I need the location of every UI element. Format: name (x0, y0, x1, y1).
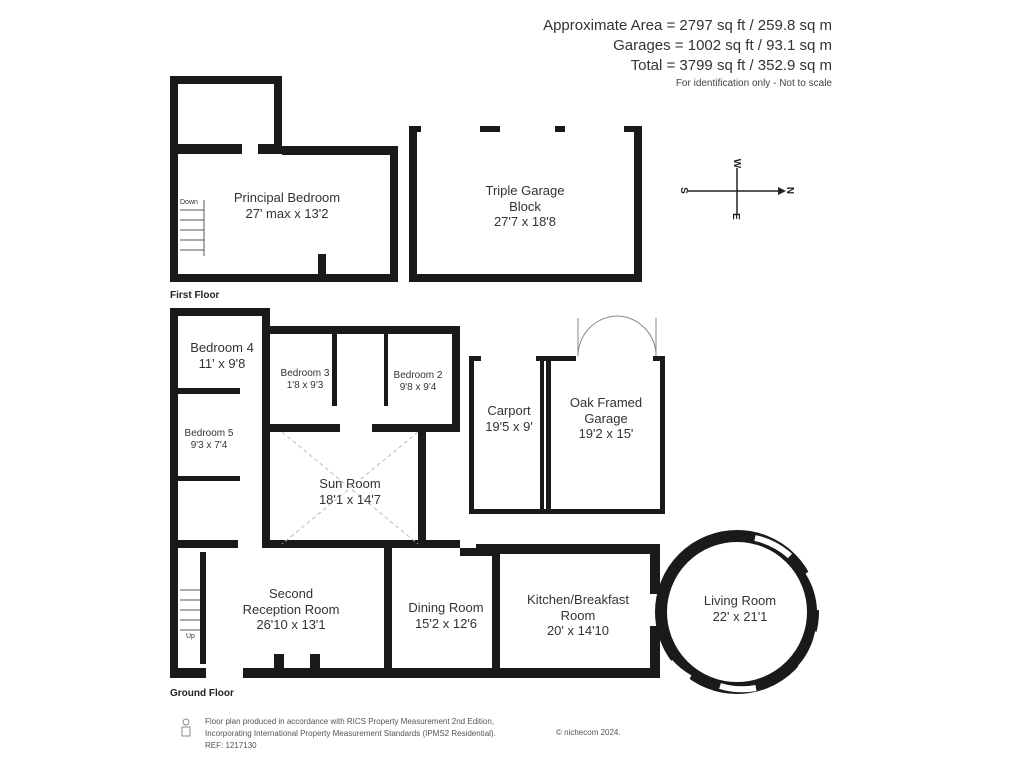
room-name: Carport (487, 403, 531, 418)
room-living: Living Room 22' x 21'1 (690, 593, 790, 624)
room-bedroom-4: Bedroom 4 11' x 9'8 (184, 340, 260, 371)
room-name-2: Reception Room (242, 601, 340, 617)
room-oak-framed-garage: Oak Framed Garage 19'2 x 15' (556, 395, 656, 442)
footer-ref: REF: 1217130 (205, 741, 257, 750)
room-name-2: Garage (584, 410, 628, 426)
room-name-2: Room (560, 607, 596, 623)
room-name: Bedroom 5 (184, 428, 234, 439)
room-dims: 26'10 x 13'1 (256, 617, 326, 633)
room-bedroom-3: Bedroom 3 1'8 x 9'3 (278, 368, 332, 392)
scale-note: For identification only - Not to scale (675, 78, 832, 89)
compass-east: E (729, 213, 741, 220)
room-dims: 18'1 x 14'7 (318, 491, 382, 507)
room-dims: 9'3 x 7'4 (190, 440, 228, 451)
room-name-2: Block (509, 198, 541, 214)
approx-area-text: Approximate Area = 2797 sq ft / 259.8 sq… (543, 17, 832, 34)
first-floor-label: First Floor (170, 290, 220, 301)
total-area-text: Total = 3799 sq ft / 352.9 sq m (630, 57, 832, 74)
room-dims: 20' x 14'10 (546, 623, 610, 639)
room-name: Bedroom 4 (190, 340, 254, 355)
room-dims: 27'7 x 18'8 (493, 214, 557, 230)
room-name: Dining Room (408, 600, 484, 615)
copyright: © nichecom 2024. (556, 728, 621, 737)
room-name: Second (268, 586, 314, 601)
room-sun-room: Sun Room 18'1 x 14'7 (300, 476, 400, 507)
room-name: Bedroom 3 (280, 368, 330, 379)
room-name: Bedroom 2 (393, 370, 443, 381)
room-bedroom-2: Bedroom 2 9'8 x 9'4 (386, 370, 450, 394)
room-principal-bedroom: Principal Bedroom 27' max x 13'2 (212, 190, 362, 221)
room-carport: Carport 19'5 x 9' (476, 403, 542, 434)
room-dims: 15'2 x 12'6 (414, 615, 478, 631)
area-summary: Approximate Area = 2797 sq ft / 259.8 sq… (543, 16, 832, 89)
ground-floor-label: Ground Floor (170, 688, 234, 699)
stair-up-label: Up (186, 633, 195, 640)
garages-area-text: Garages = 1002 sq ft / 93.1 sq m (613, 37, 832, 54)
room-bedroom-5: Bedroom 5 9'3 x 7'4 (180, 428, 238, 452)
compass-icon (688, 168, 786, 214)
room-name: Sun Room (319, 476, 381, 491)
room-name: Kitchen/Breakfast (527, 592, 629, 607)
room-dims: 22' x 21'1 (712, 608, 768, 624)
footer-notes: Floor plan produced in accordance with R… (205, 716, 496, 752)
room-dims: 9'8 x 9'4 (399, 382, 437, 393)
room-triple-garage: Triple Garage Block 27'7 x 18'8 (460, 183, 590, 230)
footer-line-1: Floor plan produced in accordance with R… (205, 717, 495, 726)
compass-south: S (677, 187, 689, 194)
room-dims: 27' max x 13'2 (245, 205, 329, 221)
compass-west: W (731, 158, 743, 169)
room-second-reception: Second Reception Room 26'10 x 13'1 (226, 586, 356, 633)
room-dims: 19'5 x 9' (485, 418, 533, 434)
compass-north: N (784, 186, 796, 195)
room-dims: 1'8 x 9'3 (286, 380, 324, 391)
room-name: Living Room (703, 593, 777, 608)
room-name: Oak Framed (569, 395, 643, 410)
room-dining: Dining Room 15'2 x 12'6 (398, 600, 494, 631)
room-name: Principal Bedroom (233, 190, 341, 205)
room-dims: 11' x 9'8 (198, 355, 246, 371)
stair-down-label: Down (180, 199, 198, 206)
footer-line-2: Incorporating International Property Mea… (205, 729, 496, 738)
room-dims: 19'2 x 15' (578, 426, 634, 442)
room-name: Triple Garage (485, 183, 565, 198)
room-kitchen-breakfast: Kitchen/Breakfast Room 20' x 14'10 (516, 592, 640, 639)
